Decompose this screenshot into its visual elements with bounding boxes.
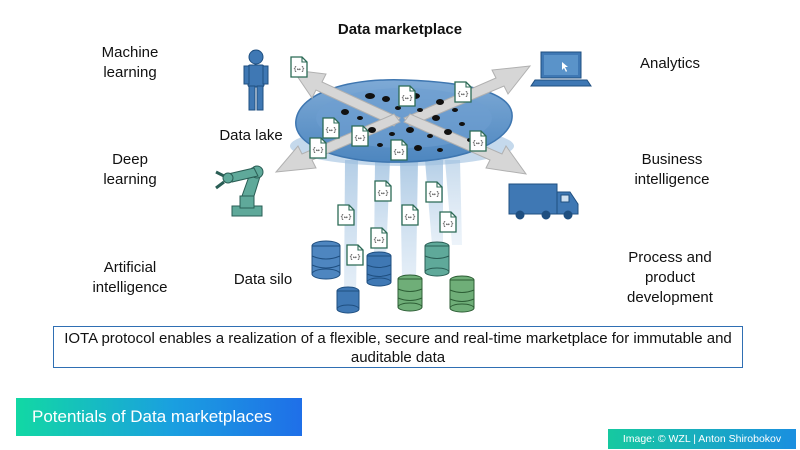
database-icon <box>424 241 450 277</box>
document-icon <box>398 85 416 107</box>
robot-arm-icon <box>215 165 264 217</box>
label-machine-learning: Machine learning <box>101 44 159 81</box>
document-icon <box>469 130 487 152</box>
document-icon <box>370 227 388 249</box>
laptop-icon <box>530 51 592 87</box>
document-icon <box>346 244 364 266</box>
diagram-title: Data marketplace <box>337 21 463 38</box>
label-artificial-intelligence: Artificial intelligence <box>92 259 168 296</box>
document-icon <box>322 117 340 139</box>
database-icon <box>366 251 392 287</box>
database-icon <box>449 275 475 313</box>
person-icon <box>243 49 269 111</box>
document-icon <box>351 125 369 147</box>
label-data-silo: Data silo <box>233 271 293 288</box>
document-icon <box>374 180 392 202</box>
document-icon <box>401 204 419 226</box>
section-tag: Potentials of Data marketplaces <box>16 398 302 436</box>
label-data-lake: Data lake <box>219 127 283 144</box>
document-icon <box>309 137 327 159</box>
label-deep-learning: Deep learning <box>103 151 157 188</box>
iota-banner: IOTA protocol enables a realization of a… <box>53 326 743 368</box>
database-icon <box>336 286 360 314</box>
document-icon <box>439 211 457 233</box>
document-icon <box>290 56 308 78</box>
document-icon <box>454 81 472 103</box>
arrow-to-business-intelligence <box>403 113 528 175</box>
database-icon <box>397 274 423 312</box>
document-icon <box>390 139 408 161</box>
document-icon <box>425 181 443 203</box>
document-icon <box>337 204 355 226</box>
label-analytics: Analytics <box>639 55 701 72</box>
truck-icon <box>508 183 579 220</box>
label-process-product-development: Process and product development <box>627 249 713 306</box>
database-icon <box>311 240 341 280</box>
label-business-intelligence: Business intelligence <box>634 151 710 188</box>
image-credit: Image: © WZL | Anton Shirobokov <box>608 429 796 449</box>
